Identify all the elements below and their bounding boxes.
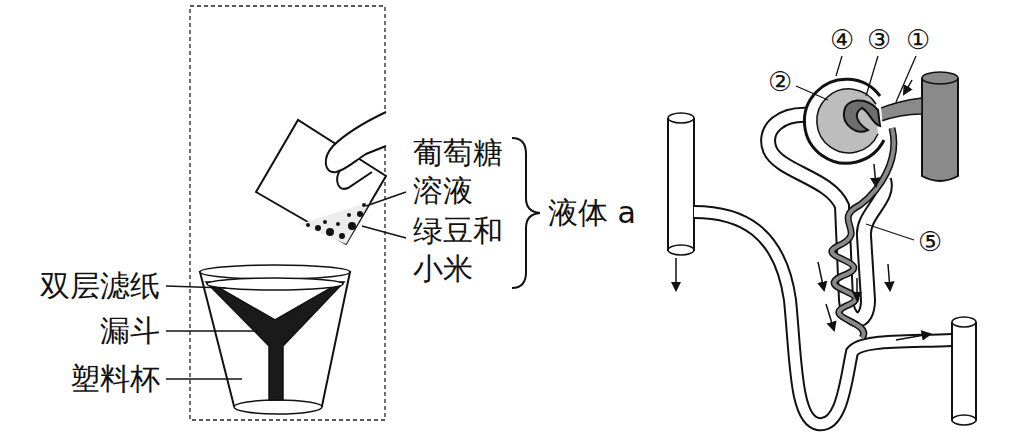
curly-brace (512, 138, 540, 288)
flow-arrow (874, 164, 876, 186)
label: 绿豆和 小米 (413, 212, 513, 288)
callout-number: ① (906, 25, 930, 55)
collecting-tube (694, 212, 952, 424)
leader-line (366, 192, 406, 206)
flow-arrow (818, 262, 824, 290)
leader-line (896, 56, 916, 102)
callout-number: ④ (830, 25, 854, 55)
label: 漏斗 (100, 312, 160, 350)
grain (336, 222, 340, 226)
glomerulus (844, 100, 880, 131)
renal-capsule (804, 79, 884, 163)
vessel-end (952, 317, 976, 327)
callout-number: ③ (867, 25, 891, 55)
artery (922, 78, 958, 181)
flow-arrow (888, 264, 890, 290)
funnel-rim (207, 278, 343, 290)
flow-arrow (856, 278, 858, 300)
grain (315, 225, 321, 231)
leader-line (166, 330, 258, 332)
grain (323, 220, 327, 224)
vein-end (668, 245, 694, 255)
leader-line (166, 378, 242, 380)
cup-body (200, 272, 350, 413)
grain (347, 213, 351, 217)
grain (326, 228, 334, 236)
grain (348, 222, 356, 230)
vein (668, 118, 694, 250)
nephron (668, 56, 976, 425)
leader-line (866, 224, 914, 240)
flow-arrow (826, 304, 834, 330)
leader-line (362, 226, 406, 238)
artery-end (922, 72, 958, 84)
label: 液体 a (548, 194, 636, 232)
grain (362, 203, 366, 207)
collecting-tube-fill (694, 212, 952, 424)
flow-arrow (675, 258, 677, 290)
beans-and-millet (300, 202, 370, 244)
leader-line (166, 286, 226, 288)
leader-line (796, 86, 828, 100)
callout-number: ⑤ (918, 227, 942, 257)
vein-end (668, 113, 694, 123)
cup-bottom (234, 400, 322, 414)
cup-rim (200, 265, 350, 279)
vessel (952, 322, 976, 420)
label: 葡萄糖 溶液 (413, 134, 513, 210)
hand (326, 112, 386, 172)
label: 塑料杯 (70, 360, 160, 398)
grain (357, 211, 363, 217)
afferent-arteriole (876, 98, 922, 122)
label: 双层滤纸 (40, 267, 160, 305)
funnel-body (206, 282, 344, 400)
vessel-end (952, 415, 976, 425)
callout-number: ② (768, 67, 792, 97)
finger (337, 170, 372, 189)
flow-arrow (896, 334, 930, 340)
grain (306, 223, 310, 227)
grain (339, 233, 345, 239)
dashed-frame (190, 6, 385, 420)
funnel (206, 278, 344, 400)
leader-line (836, 56, 842, 76)
grains (306, 203, 366, 239)
leader-line (866, 56, 878, 96)
